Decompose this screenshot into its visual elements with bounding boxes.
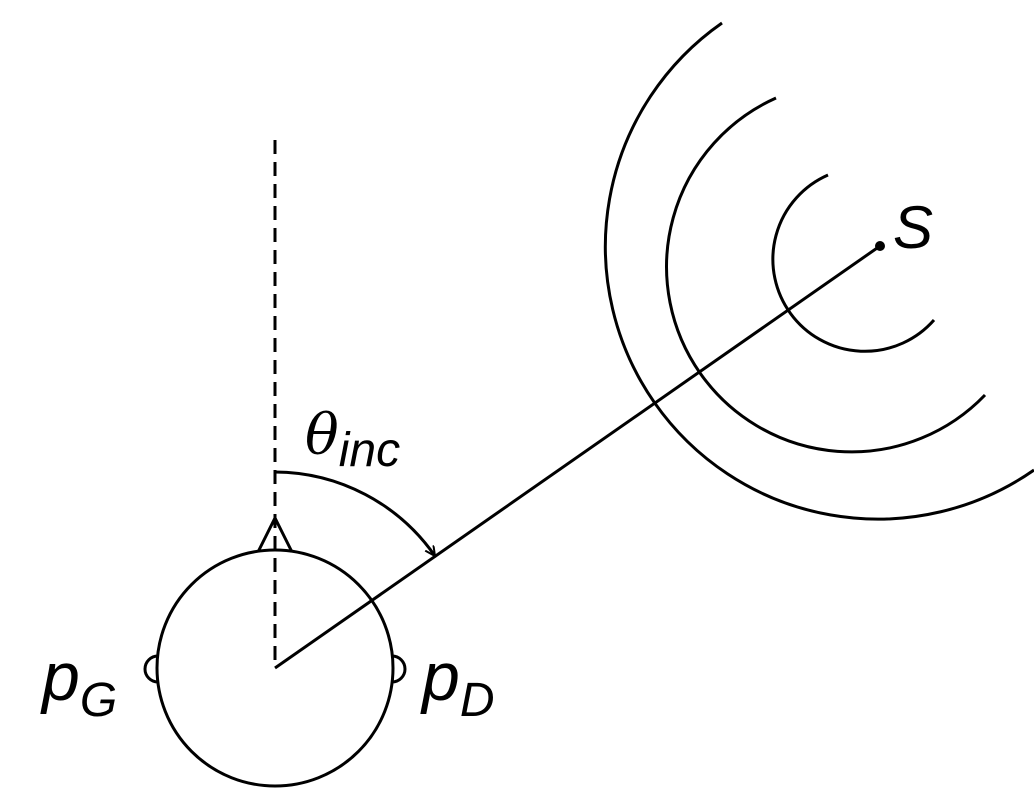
right-ear-subscript: D <box>460 674 495 727</box>
right-ear-main: p <box>420 639 460 715</box>
right-ear-label: pD <box>420 639 495 727</box>
head-circle <box>155 548 395 788</box>
left-ear <box>143 654 159 684</box>
angle-symbol: θ <box>305 403 339 468</box>
left-ear-main: p <box>40 639 80 715</box>
wavefront-outer <box>603 21 1034 521</box>
right-ear <box>391 654 407 684</box>
nose <box>256 514 294 553</box>
wavefront-inner <box>771 173 936 353</box>
angle-label: θinc <box>305 403 400 477</box>
source-point <box>875 241 885 251</box>
incidence-line <box>274 244 881 670</box>
angle-subscript: inc <box>339 424 400 477</box>
angle-arc <box>274 470 435 556</box>
left-ear-label: pG <box>40 639 117 727</box>
wavefront-middle <box>665 96 987 454</box>
left-ear-subscript: G <box>80 674 117 727</box>
source-label: S <box>893 194 933 261</box>
